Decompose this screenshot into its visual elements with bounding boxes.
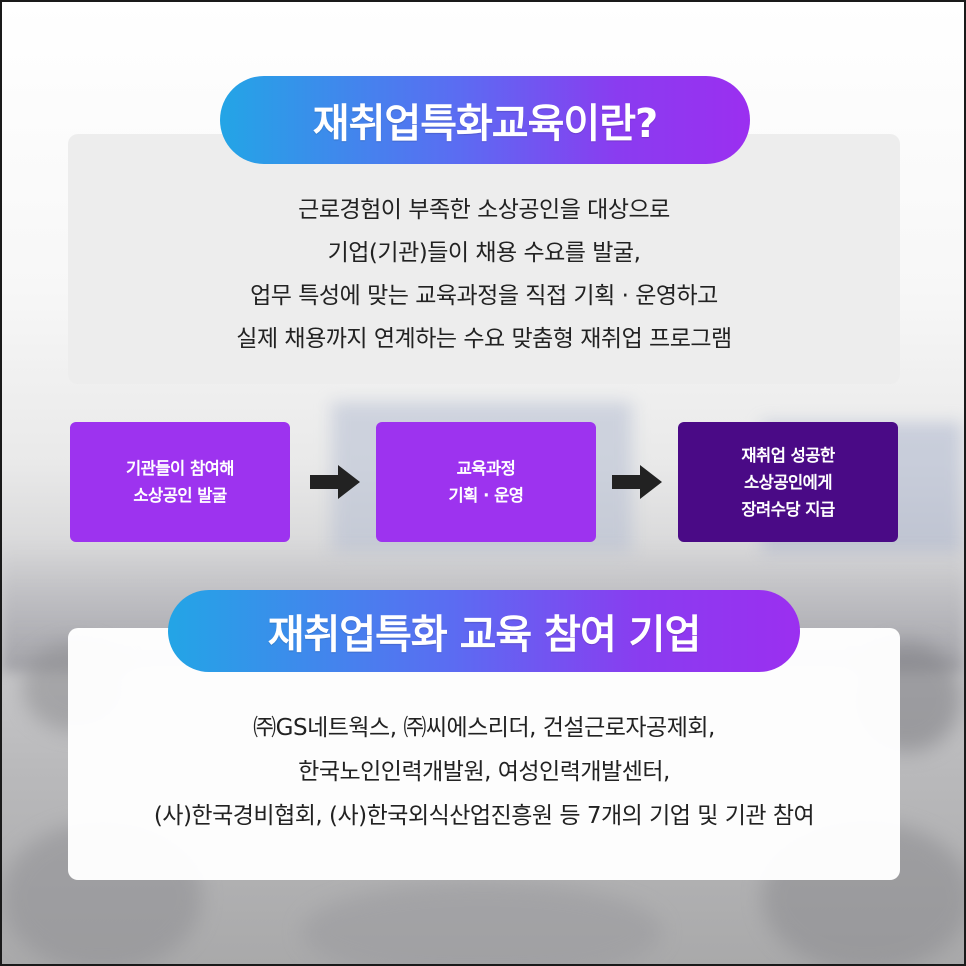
section-title: 재취업특화 교육 참여 기업: [267, 612, 702, 658]
step-line: 교육과정: [456, 459, 516, 478]
step-box: 재취업 성공한 소상공인에게 장려수당 지급: [678, 422, 898, 542]
participants-line: 한국노인인력개발원, 여성인력개발센터,: [298, 759, 670, 785]
participants-line: (사)한국경비협회, (사)한국외식산업진흥원 등 7개의 기업 및 기관 참여: [153, 803, 815, 829]
background-crowd: [302, 882, 662, 964]
intro-panel: 근로경험이 부족한 소상공인을 대상으로 기업(기관)들이 채용 수요를 발굴,…: [68, 134, 900, 384]
section-title: 재취업특화교육이란?: [312, 101, 658, 147]
intro-line: 기업(기관)들이 채용 수요를 발굴,: [327, 240, 641, 266]
participants-line: ㈜GS네트웍스, ㈜씨에스리더, 건설근로자공제회,: [253, 715, 715, 741]
arrow-right-icon: [310, 465, 360, 499]
intro-line: 실제 채용까지 연계하는 수요 맞춤형 재취업 프로그램: [236, 326, 732, 352]
arrow-right-icon: [612, 465, 662, 499]
section-title-pill: 재취업특화교육이란?: [220, 76, 750, 164]
step-line: 재취업 성공한: [741, 445, 835, 465]
intro-line: 업무 특성에 맞는 교육과정을 직접 기획 · 운영하고: [250, 283, 718, 309]
step-box: 교육과정 기획 · 운영: [376, 422, 596, 542]
step-line: 기관들이 참여해: [125, 459, 235, 478]
step-line: 소상공인 발굴: [133, 486, 227, 505]
step-line: 기획 · 운영: [448, 486, 524, 505]
step-line: 소상공인에게: [743, 472, 833, 492]
step-box: 기관들이 참여해 소상공인 발굴: [70, 422, 290, 542]
step-line: 장려수당 지급: [741, 499, 835, 519]
section-title-pill: 재취업특화 교육 참여 기업: [168, 590, 800, 672]
intro-line: 근로경험이 부족한 소상공인을 대상으로: [298, 197, 670, 223]
